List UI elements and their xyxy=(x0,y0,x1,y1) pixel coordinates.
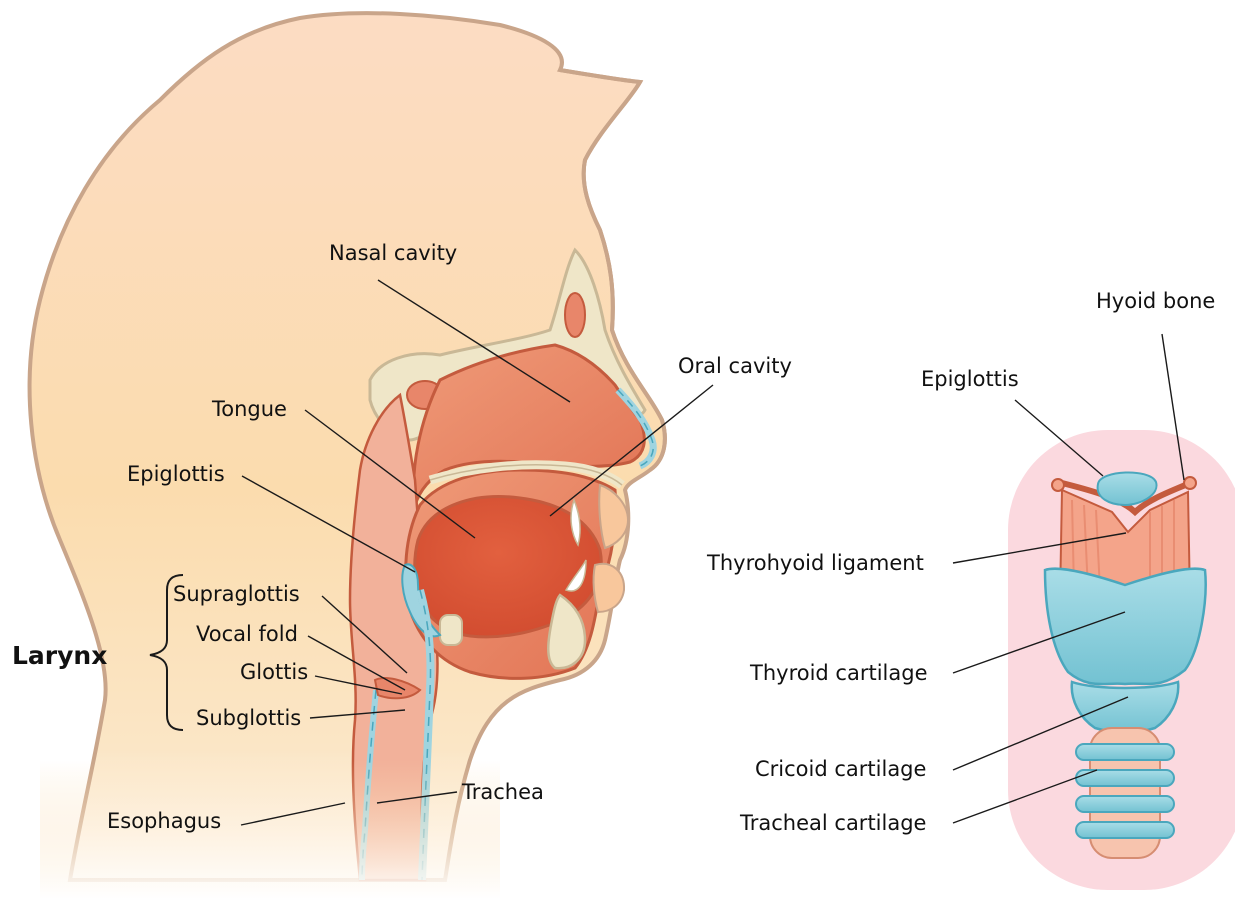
label-thyrohyoid-ligament: Thyrohyoid ligament xyxy=(706,551,924,575)
thyroid-cartilage-shape xyxy=(1045,569,1206,684)
label-epiglottis: Epiglottis xyxy=(127,462,225,486)
sinus-upper xyxy=(565,293,585,337)
label-subglottis: Subglottis xyxy=(196,706,301,730)
label-tracheal-cartilage: Tracheal cartilage xyxy=(739,811,926,835)
label-supraglottis: Supraglottis xyxy=(173,582,300,606)
hyoid-right-tip xyxy=(1184,477,1196,489)
hyoid-small xyxy=(440,615,462,645)
lower-lip xyxy=(594,564,624,612)
label-larynx: Larynx xyxy=(12,641,107,670)
label-nasal-cavity: Nasal cavity xyxy=(329,241,457,265)
label-epiglottis-larynx: Epiglottis xyxy=(921,367,1019,391)
label-trachea: Trachea xyxy=(461,780,544,804)
larynx-anterior-illustration xyxy=(1008,430,1235,890)
label-oral-cavity: Oral cavity xyxy=(678,354,792,378)
label-hyoid-bone: Hyoid bone xyxy=(1096,289,1215,313)
label-tongue: Tongue xyxy=(211,397,287,421)
label-thyroid-cartilage: Thyroid cartilage xyxy=(749,661,928,685)
head-section-illustration xyxy=(30,13,665,899)
label-glottis: Glottis xyxy=(240,660,308,684)
label-vocal-fold: Vocal fold xyxy=(196,622,298,646)
label-cricoid-cartilage: Cricoid cartilage xyxy=(755,757,926,781)
label-esophagus: Esophagus xyxy=(107,809,221,833)
